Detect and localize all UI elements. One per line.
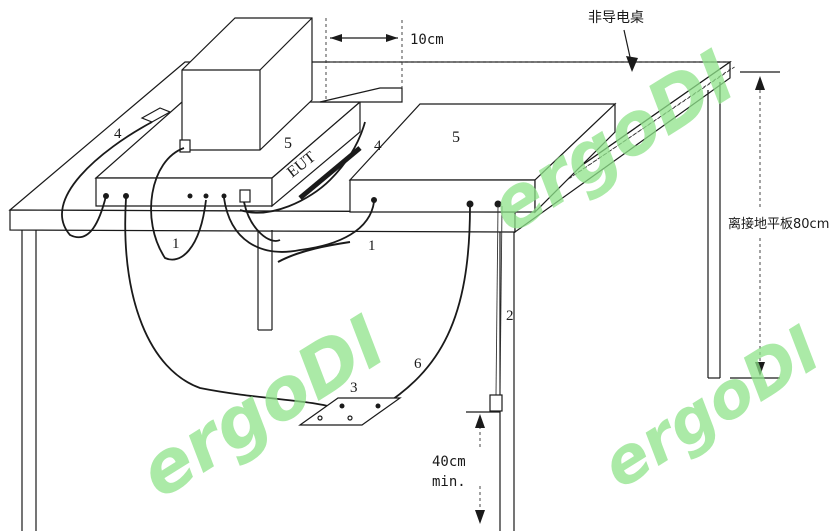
label-10cm: 10cm	[410, 32, 444, 48]
label-80cm: 离接地平板80cm	[728, 216, 829, 232]
ref-1a: 1	[172, 236, 180, 252]
label-40cm-min: min.	[432, 474, 466, 490]
plate-right	[348, 102, 617, 214]
ref-5b: 5	[452, 129, 460, 146]
connectors	[103, 189, 502, 208]
dim-40cm	[466, 411, 500, 524]
eut-port	[179, 139, 191, 153]
ref-2: 2	[506, 308, 514, 324]
ground-plate	[298, 397, 402, 426]
label-non-conductive-table: 非导电桌	[588, 10, 644, 26]
dim-80cm	[730, 71, 780, 379]
eut-box	[179, 17, 313, 153]
power-plug	[140, 107, 172, 123]
table-side-edge	[514, 60, 731, 234]
ferrite-bundle	[298, 146, 362, 200]
ref-5a: 5	[284, 135, 292, 152]
ref-4b: 4	[374, 138, 382, 154]
ref-3: 3	[350, 380, 358, 396]
watermark-3: ergoDI	[589, 313, 833, 504]
cables	[61, 121, 503, 412]
ref-1b: 1	[368, 238, 376, 254]
ref-4a: 4	[114, 126, 122, 142]
ref-6: 6	[414, 356, 422, 372]
label-40cm: 40cm	[432, 454, 466, 470]
dim-10cm	[325, 18, 403, 100]
ground-clip	[489, 394, 503, 412]
